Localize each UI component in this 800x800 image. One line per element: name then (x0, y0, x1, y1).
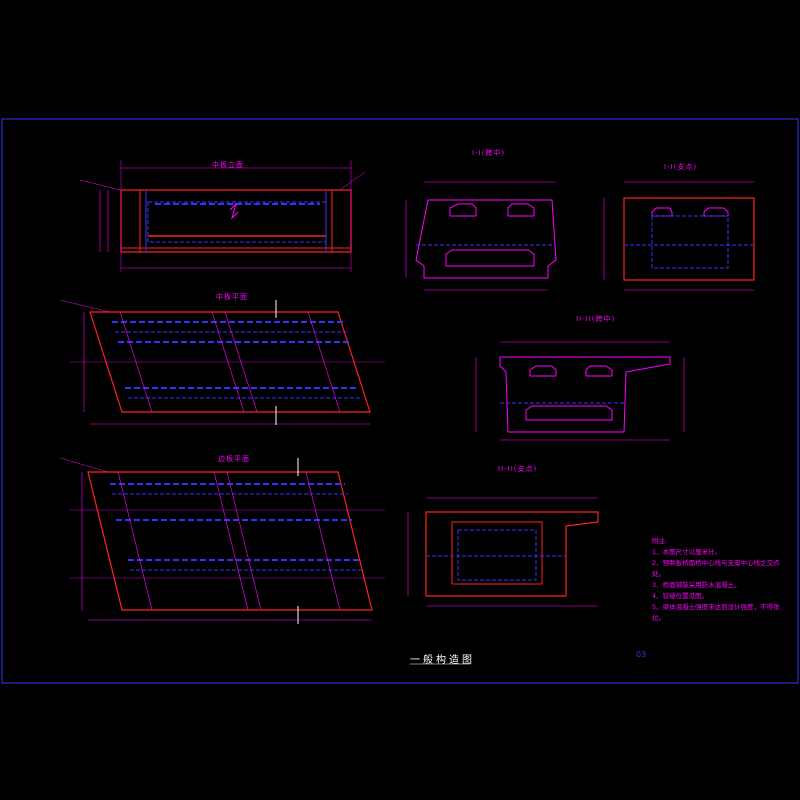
plan-edge-title: 边板平面 (218, 455, 250, 463)
plan-middle-title: 中板平面 (216, 293, 248, 301)
notes-heading: 附注: (652, 537, 668, 545)
plan-middle-view (59, 299, 385, 425)
section-1-mid (405, 181, 557, 291)
sheet-frame (1, 118, 799, 684)
section-2-mid-title: II-II(跨中) (576, 315, 616, 323)
note-item: 2、预制板桥面桥中心线与支座中心线之交点处。 (652, 559, 780, 578)
section-1-mid-title: I-I(跨中) (472, 149, 506, 157)
section-2-end (407, 497, 599, 607)
note-item: 3、桥面铺装采用防水混凝土。 (652, 581, 741, 589)
section-2-end-title: II-II(支点) (498, 465, 538, 473)
note-item: 4、铰缝位置见图。 (652, 592, 709, 600)
section-2-mid (475, 341, 685, 441)
page-number: 03 (636, 650, 647, 659)
section-1-end-title: I-I(支点) (664, 163, 698, 171)
drawing-title: 一般构造图 (410, 655, 475, 666)
elevation-view (79, 160, 366, 272)
note-item: 5、梁体混凝土强度未达到设计强度，不得张拉。 (652, 603, 780, 622)
section-1-end (603, 181, 755, 291)
note-item: 1、本图尺寸以厘米计。 (652, 548, 722, 556)
elevation-title: 中板立面 (212, 161, 244, 169)
plan-edge-view (59, 457, 385, 624)
notes-block: 附注: 1、本图尺寸以厘米计。 2、预制板桥面桥中心线与支座中心线之交点处。 3… (652, 536, 790, 624)
